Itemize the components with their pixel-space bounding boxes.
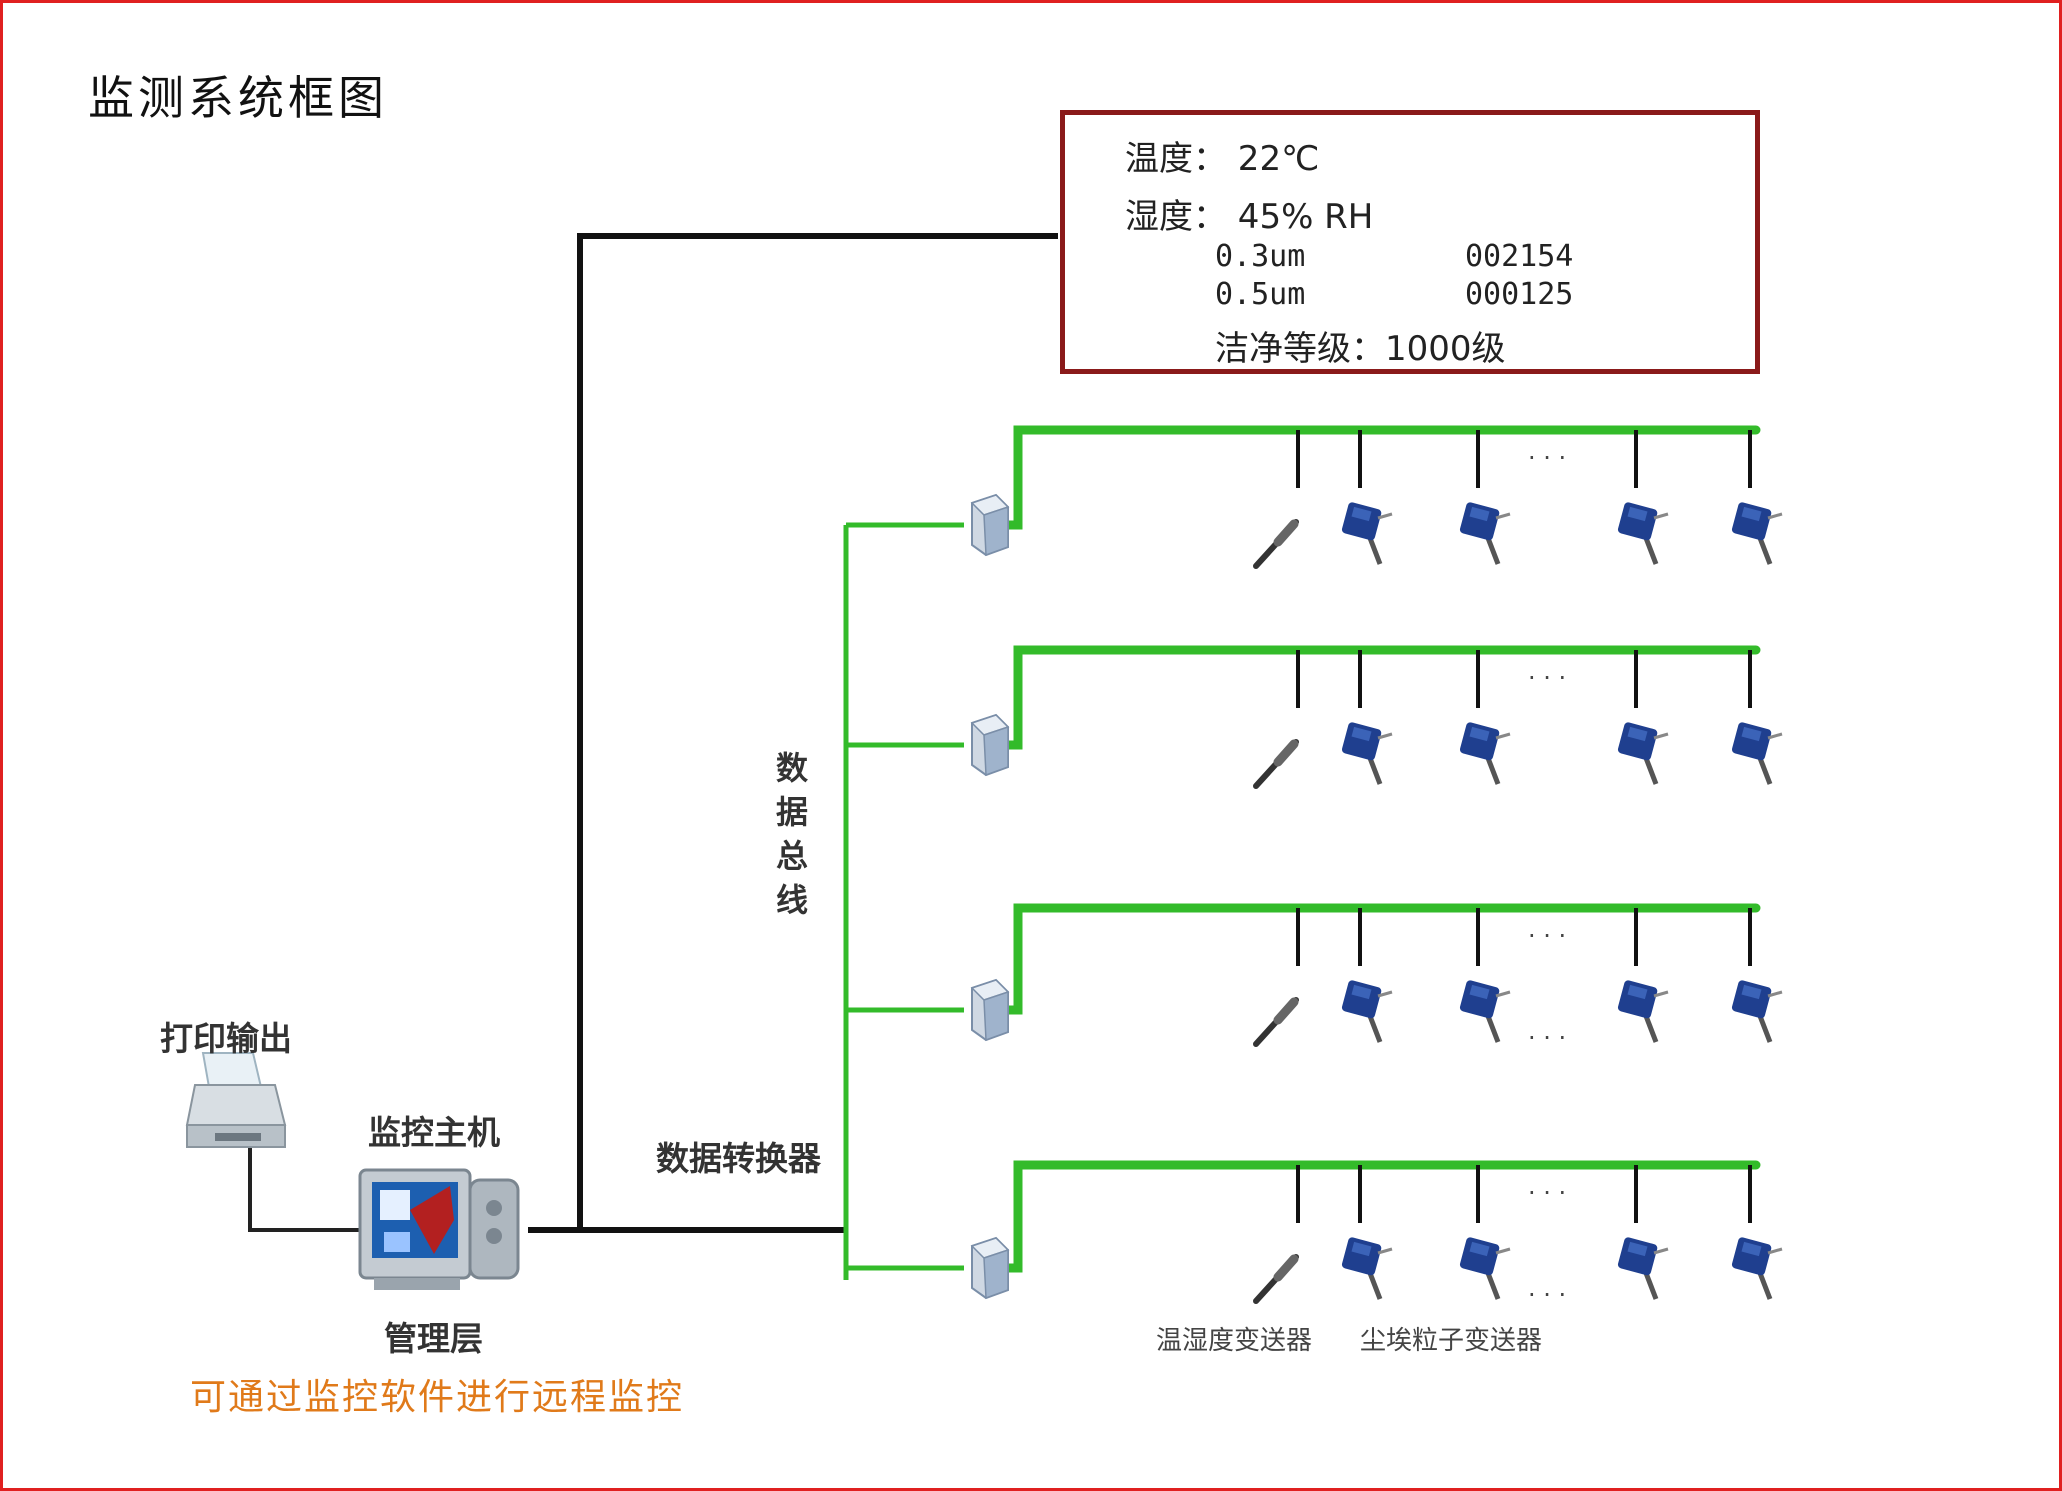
- dust-particle-sensor-icon: [1459, 979, 1510, 1042]
- data-bus-label: 数 据 总 线: [772, 746, 812, 922]
- print-output-label: 打印输出: [160, 1019, 292, 1058]
- management-layer-label: 管理层: [384, 1319, 483, 1358]
- temperature-readout: 温度： 22℃: [1125, 139, 1320, 179]
- particle-size-0: 0.3um: [1215, 239, 1306, 274]
- ellipsis-top: · · ·: [1528, 664, 1566, 692]
- dust-particle-sensor-icon: [1341, 979, 1392, 1042]
- dust-particle-sensor-icon: [1617, 501, 1668, 564]
- temperature-probe-icon: [1256, 522, 1296, 566]
- ellipsis-top: · · ·: [1528, 1179, 1566, 1207]
- dust-particle-sensor-icon: [1617, 721, 1668, 784]
- ellipsis-bottom: · · ·: [1528, 1024, 1566, 1052]
- dust-particle-sensor-icon: [1731, 1236, 1782, 1299]
- dust-particle-sensor-icon: [1617, 1236, 1668, 1299]
- particle-count-1: 000125: [1465, 277, 1574, 312]
- temperature-probe-icon: [1256, 1257, 1296, 1301]
- host-to-display-wire: [577, 233, 1058, 1230]
- dust-particle-sensor-icon: [1341, 1236, 1392, 1299]
- humidity-readout: 湿度： 45% RH: [1125, 197, 1374, 237]
- dust-particle-sensor-icon: [1731, 979, 1782, 1042]
- cleanliness-level: 洁净等级：1000级: [1215, 329, 1506, 369]
- temperature-probe-icon: [1256, 1000, 1296, 1044]
- data-bus-char: 数: [775, 749, 808, 787]
- dust-particle-sensor-icon: [1459, 1236, 1510, 1299]
- monitoring-display-panel: 温度： 22℃ 湿度： 45% RH 0.3um 002154 0.5um 00…: [1060, 110, 1760, 374]
- th-transmitter-label: 温湿度变送器: [1156, 1326, 1313, 1356]
- host-label: 监控主机: [368, 1113, 500, 1152]
- data-bus-char: 据: [775, 793, 808, 831]
- converter-label: 数据转换器: [656, 1139, 821, 1178]
- dust-particle-sensor-icon: [1617, 979, 1668, 1042]
- dust-particle-sensor-icon: [1459, 501, 1510, 564]
- ellipsis-bottom: · · ·: [1528, 1281, 1566, 1309]
- data-converter-icon: [971, 494, 1009, 556]
- bus-row: · · · · · ·: [846, 1160, 1782, 1309]
- dust-particle-sensor-icon: [1731, 721, 1782, 784]
- data-bus-char: 线: [775, 881, 808, 919]
- page-title: 监测系统框图: [88, 71, 388, 125]
- bus-row: · · ·: [846, 425, 1782, 566]
- bus-rows: · · · · · · · · · · · · · · · · · ·: [846, 425, 1782, 1309]
- printer-icon: [185, 1052, 287, 1148]
- dust-transmitter-label: 尘埃粒子变送器: [1360, 1326, 1543, 1356]
- host-wiring: [248, 233, 1058, 1233]
- data-converter-icon: [971, 979, 1009, 1041]
- temperature-probe-icon: [1256, 742, 1296, 786]
- bus-row: · · ·: [846, 645, 1782, 786]
- dust-particle-sensor-icon: [1731, 501, 1782, 564]
- printer-to-host-wire: [248, 1140, 370, 1232]
- ellipsis-top: · · ·: [1528, 922, 1566, 950]
- particle-size-1: 0.5um: [1215, 277, 1306, 312]
- data-converter-icon: [971, 714, 1009, 776]
- remote-monitoring-note: 可通过监控软件进行远程监控: [190, 1377, 685, 1418]
- dust-particle-sensor-icon: [1459, 721, 1510, 784]
- data-bus-char: 总: [775, 837, 808, 875]
- particle-count-0: 002154: [1465, 239, 1574, 274]
- dust-particle-sensor-icon: [1341, 721, 1392, 784]
- bus-row: · · · · · ·: [846, 903, 1782, 1052]
- dust-particle-sensor-icon: [1341, 501, 1392, 564]
- monitor-computer-icon: [358, 1168, 520, 1290]
- data-converter-icon: [971, 1237, 1009, 1299]
- ellipsis-top: · · ·: [1528, 444, 1566, 472]
